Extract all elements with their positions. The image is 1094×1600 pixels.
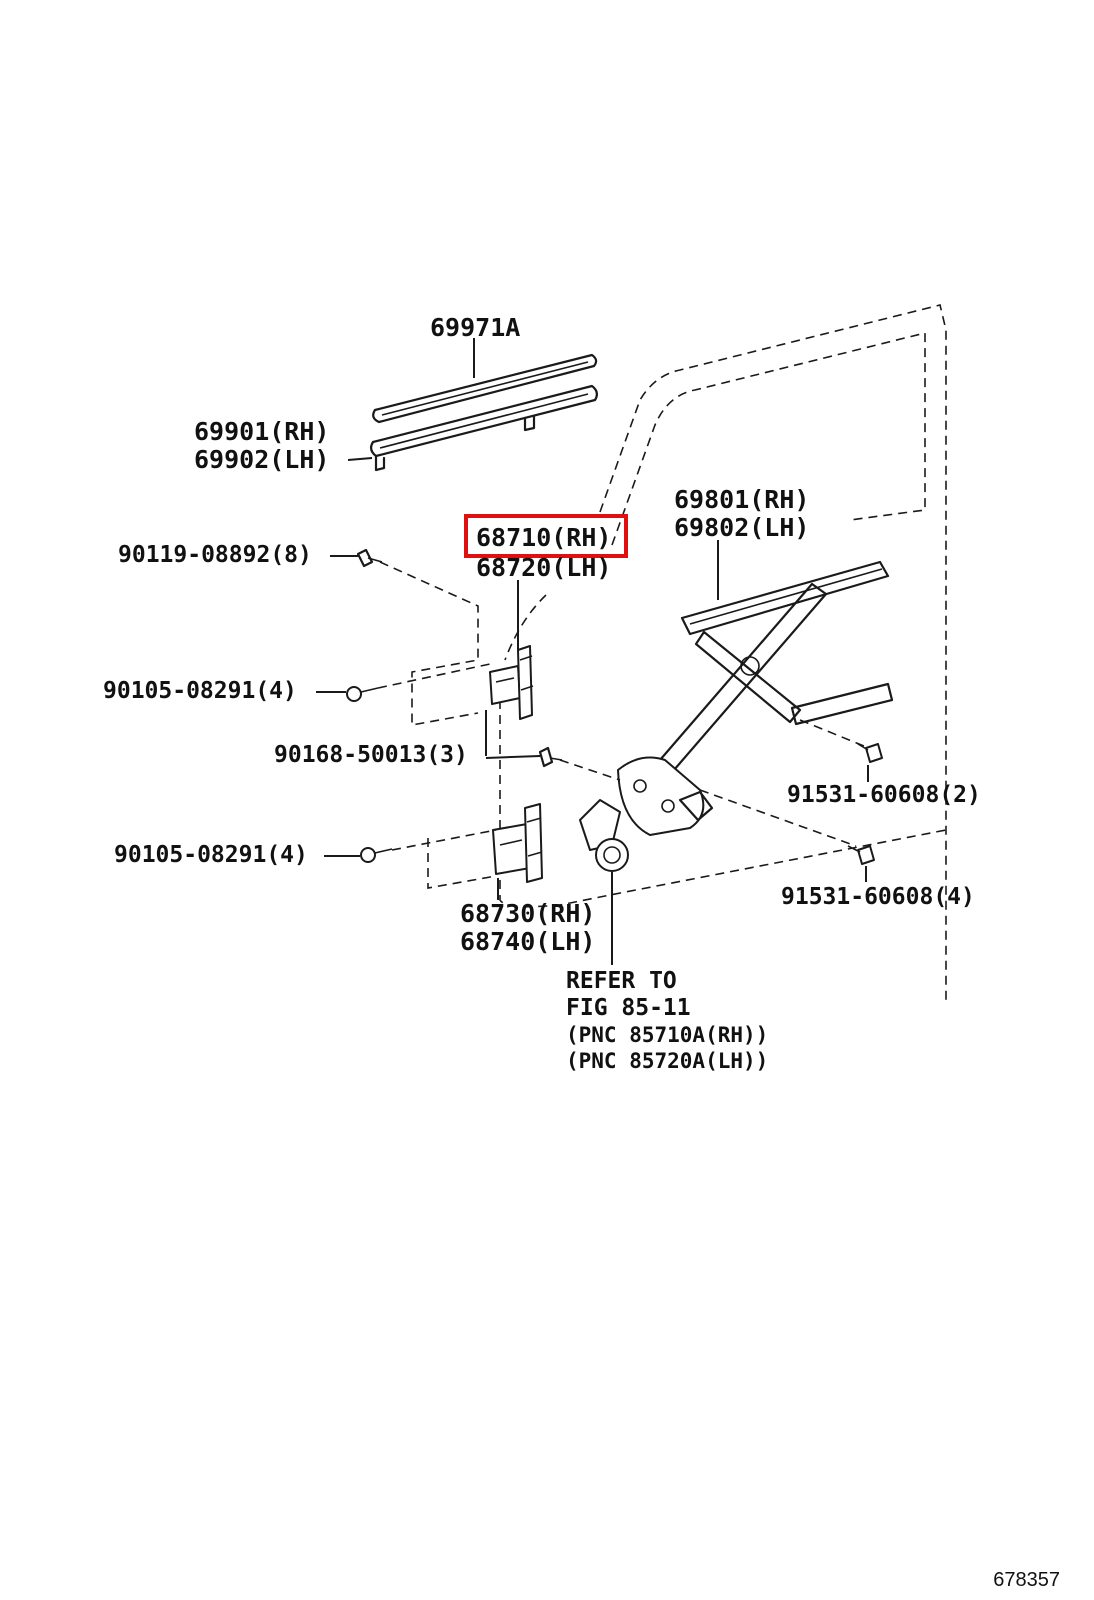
bolt-90105-lower <box>360 847 393 863</box>
bolt-90105-upper <box>346 686 379 702</box>
label-68710: 68710(RH) <box>476 523 611 552</box>
label-90105-lower: 90105-08291(4) <box>114 842 308 868</box>
upper-hinge <box>489 645 534 720</box>
figure-id: 678357 <box>993 1569 1060 1591</box>
door-frame-outline <box>499 304 947 1000</box>
label-91531-lower: 91531-60608(4) <box>781 884 975 910</box>
highlight-box <box>464 514 628 558</box>
label-69801: 69801(RH) <box>674 485 809 514</box>
label-69902: 69902(LH) <box>194 445 329 474</box>
label-91531-upper: 91531-60608(2) <box>787 782 981 808</box>
lower-hinge <box>492 803 543 883</box>
leader-lines <box>316 338 869 965</box>
label-refer-to: REFER TO <box>566 968 677 994</box>
glass-run-channel <box>372 353 598 424</box>
label-90168: 90168-50013(3) <box>274 742 468 768</box>
label-90105-upper: 90105-08291(4) <box>103 678 297 704</box>
label-68740: 68740(LH) <box>460 927 595 956</box>
label-68730: 68730(RH) <box>460 899 595 928</box>
glass-channel <box>369 384 599 472</box>
label-pnc-rh: (PNC 85710A(RH)) <box>566 1023 768 1047</box>
mounting-guides <box>377 561 865 889</box>
label-90119: 90119-08892(8) <box>118 542 312 568</box>
bolt-90119 <box>356 548 383 568</box>
label-69802: 69802(LH) <box>674 513 809 542</box>
regulator-motor <box>579 799 629 872</box>
label-68720: 68720(LH) <box>476 553 611 582</box>
bolt-91531-lower <box>847 845 875 865</box>
label-69901: 69901(RH) <box>194 417 329 446</box>
label-fig-ref: FIG 85-11 <box>566 995 691 1021</box>
label-pnc-lh: (PNC 85720A(LH)) <box>566 1049 768 1073</box>
bolt-91531-upper <box>857 743 883 763</box>
screw-90168 <box>538 746 563 768</box>
window-regulator <box>617 560 894 836</box>
label-69971a: 69971A <box>430 313 520 342</box>
